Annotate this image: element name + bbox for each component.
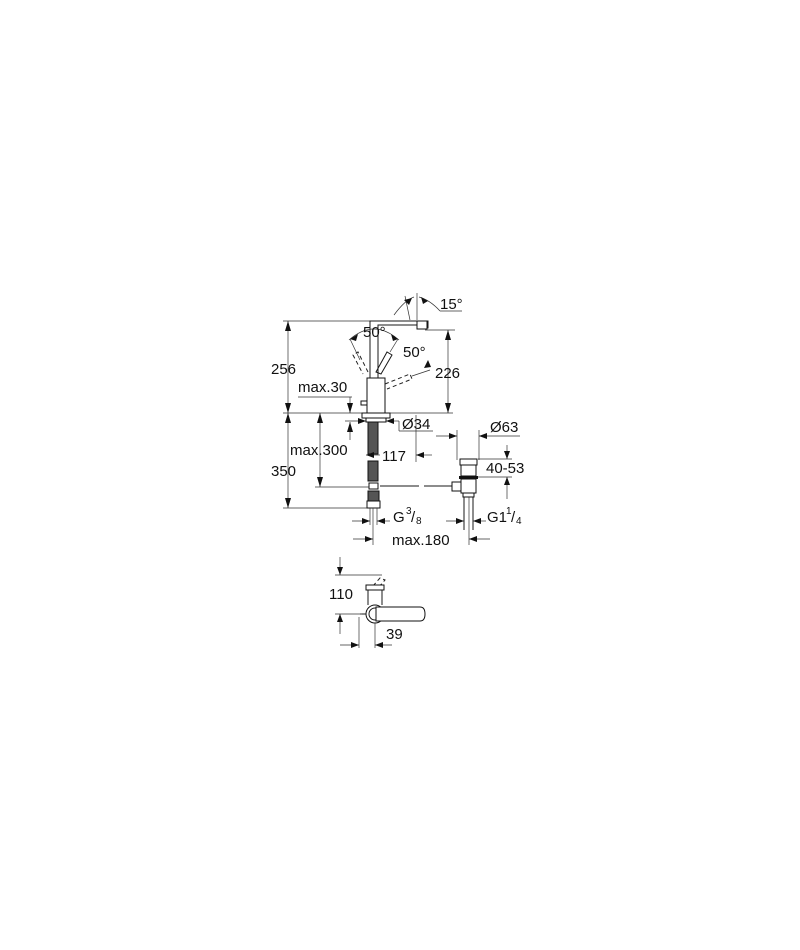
label-39: 39	[386, 626, 403, 643]
label-g114-num: 1	[506, 506, 512, 517]
fraction-slash: /	[511, 509, 516, 526]
dimension-40-53: 40-53	[478, 445, 524, 499]
mounting-assembly	[361, 412, 455, 509]
dimension-d34: Ø34	[345, 416, 433, 433]
label-angle-15: 15°	[440, 296, 463, 313]
angle-15: 15°	[393, 293, 463, 321]
label-max30: max.30	[298, 379, 347, 396]
label-226: 226	[435, 365, 460, 382]
dimension-max30: max.30	[298, 379, 353, 440]
angle-50-right: 50°	[403, 344, 431, 377]
dimension-d63: Ø63	[436, 419, 520, 460]
dimension-max180: max.180	[353, 497, 490, 549]
label-110: 110	[329, 586, 353, 603]
faucet-body	[352, 320, 429, 414]
label-g114-den: 4	[516, 516, 522, 527]
label-g114-prefix: G1	[487, 509, 507, 526]
label-40-53: 40-53	[486, 460, 524, 477]
dimension-226: 226	[425, 329, 460, 413]
label-angle-50-top: 50°	[363, 324, 386, 341]
waste-valve	[451, 458, 478, 530]
top-view: 110 39	[329, 557, 426, 648]
fraction-slash: /	[411, 509, 416, 526]
dimension-350: 350	[271, 413, 296, 508]
label-117: 117	[382, 448, 406, 465]
label-max300: max.300	[290, 442, 348, 459]
label-angle-50-right: 50°	[403, 344, 426, 361]
dimension-g114: G1 1 / 4	[446, 506, 522, 527]
label-d63: Ø63	[490, 419, 518, 436]
label-g38-num: 3	[406, 506, 412, 517]
angle-50-left: 50°	[348, 324, 400, 361]
dimension-g38: G 3 / 8	[352, 506, 422, 527]
label-max180: max.180	[392, 532, 450, 549]
label-g38-prefix: G	[393, 509, 405, 526]
label-g38-den: 8	[416, 516, 422, 527]
dimension-117: 117	[366, 415, 432, 465]
dimension-max300: max.300	[290, 413, 373, 488]
label-256: 256	[271, 361, 296, 378]
label-350: 350	[271, 463, 296, 480]
dimension-256: 256	[271, 321, 296, 413]
